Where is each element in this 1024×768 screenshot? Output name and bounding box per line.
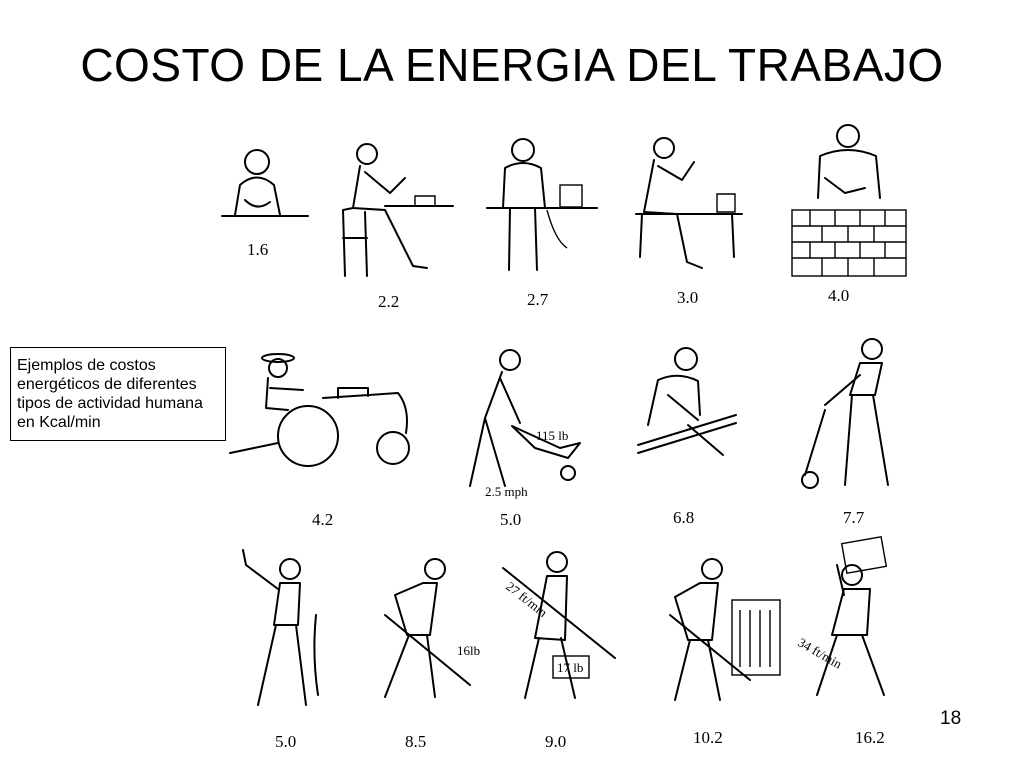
energy-value-label: 2.7 [527,290,549,309]
speed-label: 2.5 mph [485,484,528,499]
lawn-mower-worker-figure [801,338,889,489]
worker-seated-stool-figure [342,143,454,277]
page-title: COSTO DE LA ENERGIA DEL TRABAJO [80,39,944,91]
slide-number: 18 [940,708,962,729]
energy-value-label: 1.6 [247,240,269,259]
energy-value-label: 7.7 [843,508,865,527]
worker-furnace-shoveling-figure [669,558,781,701]
worker-shoveling-figure: 16lb [384,558,480,698]
load-weight-label: 115 lb [536,428,568,443]
bricklayer-figure [791,124,907,277]
worker-standing-bench-figure [486,138,598,271]
worker-carrying-box-figure: 34 ft/min [796,535,888,696]
tractor-driver-figure [229,353,410,467]
energy-value-label: 16.2 [855,728,885,747]
energy-value-label: 8.5 [405,732,427,751]
worker-hammering-figure [635,137,743,269]
energy-value-label: 10.2 [693,728,723,747]
energy-value-label: 5.0 [500,510,522,529]
worker-axe-figure [242,549,319,706]
energy-value-label: 2.2 [378,292,400,311]
load-weight-label: 17 lb [557,660,583,675]
energy-value-label: 9.0 [545,732,567,751]
worker-carrying-ramp-figure: 27 ft/min 17 lb [502,551,616,699]
shovel-weight-label: 16lb [457,643,480,658]
worker-seated-desk-figure [221,149,309,217]
energy-value-label: 4.0 [828,286,850,305]
energy-value-label: 5.0 [275,732,297,751]
energy-value-label: 3.0 [677,288,699,307]
worker-sawing-figure [637,347,737,456]
energy-value-label: 4.2 [312,510,334,529]
climb-rate-label: 34 ft/min [796,635,846,672]
caption-box: Ejemplos de costos energéticos de difere… [10,347,226,441]
wheelbarrow-worker-figure: 115 lb 2.5 mph [469,349,581,499]
energy-value-label: 6.8 [673,508,695,527]
